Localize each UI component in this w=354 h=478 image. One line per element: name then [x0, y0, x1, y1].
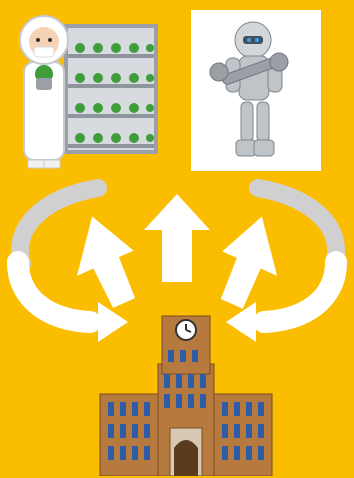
- university-building-icon: [92, 308, 280, 476]
- up-arrow-right: [204, 208, 296, 316]
- up-arrow-center: [144, 194, 210, 282]
- up-arrow-left: [57, 207, 151, 316]
- up-arrows: [57, 194, 296, 316]
- university-building-svg: [92, 308, 280, 476]
